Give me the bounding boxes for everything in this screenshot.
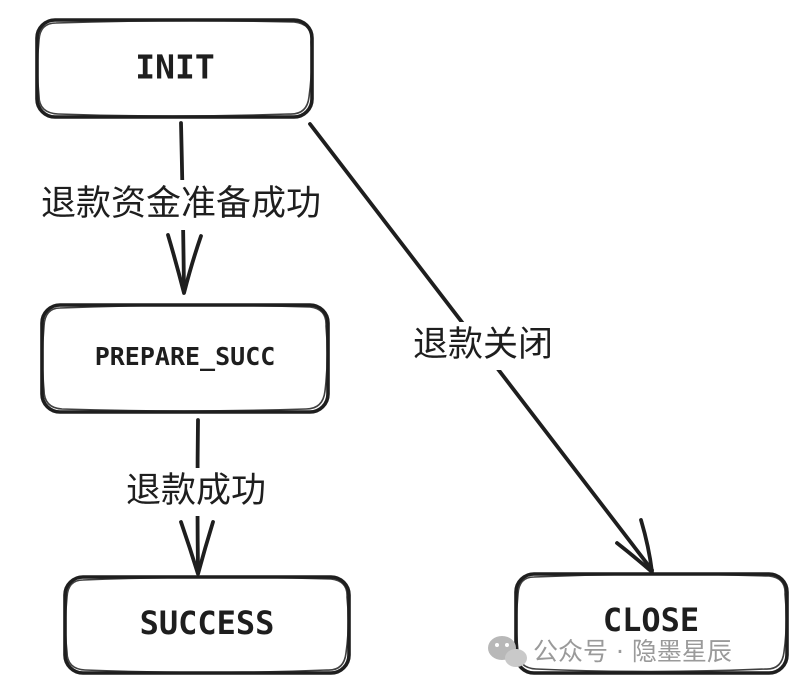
node-init: INIT — [35, 18, 314, 119]
edge-label-init-to-close: 退款关闭 — [413, 325, 553, 365]
edge-label-backing — [18, 180, 344, 230]
edge-label-backing — [112, 468, 282, 516]
node-prepare-succ: PREPARE_SUCC — [40, 303, 330, 414]
node-success-label: SUCCESS — [140, 604, 275, 642]
node-init-label: INIT — [135, 48, 214, 87]
watermark: 公众号 · 隐墨星辰 — [488, 636, 732, 667]
watermark-text: 公众号 · 隐墨星辰 — [533, 637, 732, 666]
edge-label-init-to-prepare: 退款资金准备成功 — [41, 184, 321, 224]
node-success: SUCCESS — [63, 575, 351, 675]
edge-label-prepare-to-success: 退款成功 — [126, 471, 266, 511]
node-close: CLOSE — [514, 572, 789, 675]
edge-label-backing — [402, 322, 564, 370]
wechat-icon — [488, 636, 527, 667]
node-prepare-succ-label: PREPARE_SUCC — [95, 342, 276, 371]
node-close-label: CLOSE — [603, 601, 699, 639]
